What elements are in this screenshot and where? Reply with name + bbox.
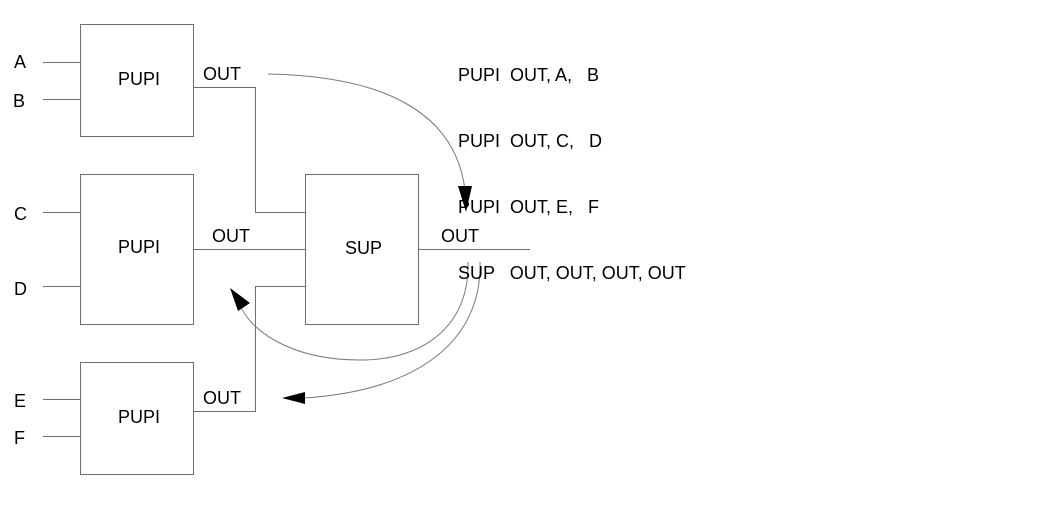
pupi-3-label: PUPI bbox=[118, 407, 160, 427]
curve-arrow-1 bbox=[267, 73, 466, 191]
pupi-1-out-label: OUT bbox=[203, 64, 241, 84]
netlist-line-1: PUPI OUT, A, B bbox=[458, 64, 686, 86]
netlist-args: OUT, OUT, OUT, OUT bbox=[509, 263, 686, 283]
sup-box bbox=[305, 174, 419, 325]
pupi-3-box bbox=[80, 362, 194, 475]
input-d-label: D bbox=[14, 279, 27, 299]
netlist-line-3: PUPI OUT, E, F bbox=[458, 196, 686, 218]
pupi-2-out-label: OUT bbox=[212, 226, 250, 246]
pupi-3-out-label: OUT bbox=[203, 388, 241, 408]
curve-arrow-3 bbox=[304, 261, 481, 399]
arrowhead-down-icon bbox=[458, 186, 472, 212]
netlist-cell: PUPI bbox=[458, 131, 501, 151]
sup-label: SUP bbox=[345, 238, 382, 258]
netlist-cell: SUP bbox=[458, 263, 500, 283]
netlist-line-4: SUP OUT, OUT, OUT, OUT bbox=[458, 262, 686, 284]
arrowhead-left-icon bbox=[282, 392, 305, 404]
pupi-2-box bbox=[80, 174, 194, 325]
sup-out-label: OUT bbox=[441, 226, 479, 246]
netlist-args: OUT, A, B bbox=[510, 65, 600, 85]
netlist-cell: PUPI bbox=[458, 197, 501, 217]
pupi-2-label: PUPI bbox=[118, 237, 160, 257]
pupi-1-label: PUPI bbox=[118, 69, 160, 89]
input-f-label: F bbox=[14, 428, 25, 448]
netlist-text: PUPI OUT, A, B PUPI OUT, C, D PUPI OUT, … bbox=[458, 20, 686, 306]
arrowhead-up-left-icon bbox=[230, 288, 250, 311]
sup-block: SUP OUT bbox=[305, 174, 530, 325]
wire-pupi3-to-sup bbox=[193, 286, 305, 412]
pupi-1-box bbox=[80, 24, 194, 137]
wire-pupi1-to-sup bbox=[193, 87, 305, 213]
pupi-block-2: PUPI C D OUT bbox=[14, 174, 250, 325]
input-b-label: B bbox=[13, 91, 25, 111]
netlist-args: OUT, C, D bbox=[510, 131, 603, 151]
input-e-label: E bbox=[14, 391, 26, 411]
curve-arrow-2 bbox=[239, 261, 469, 361]
pupi-block-3: PUPI E F OUT bbox=[14, 362, 241, 475]
netlist-args: OUT, E, F bbox=[510, 197, 600, 217]
input-c-label: C bbox=[14, 204, 27, 224]
netlist-line-2: PUPI OUT, C, D bbox=[458, 130, 686, 152]
netlist-cell: PUPI bbox=[458, 65, 501, 85]
input-a-label: A bbox=[14, 52, 26, 72]
pupi-block-1: PUPI A B OUT bbox=[13, 24, 241, 137]
